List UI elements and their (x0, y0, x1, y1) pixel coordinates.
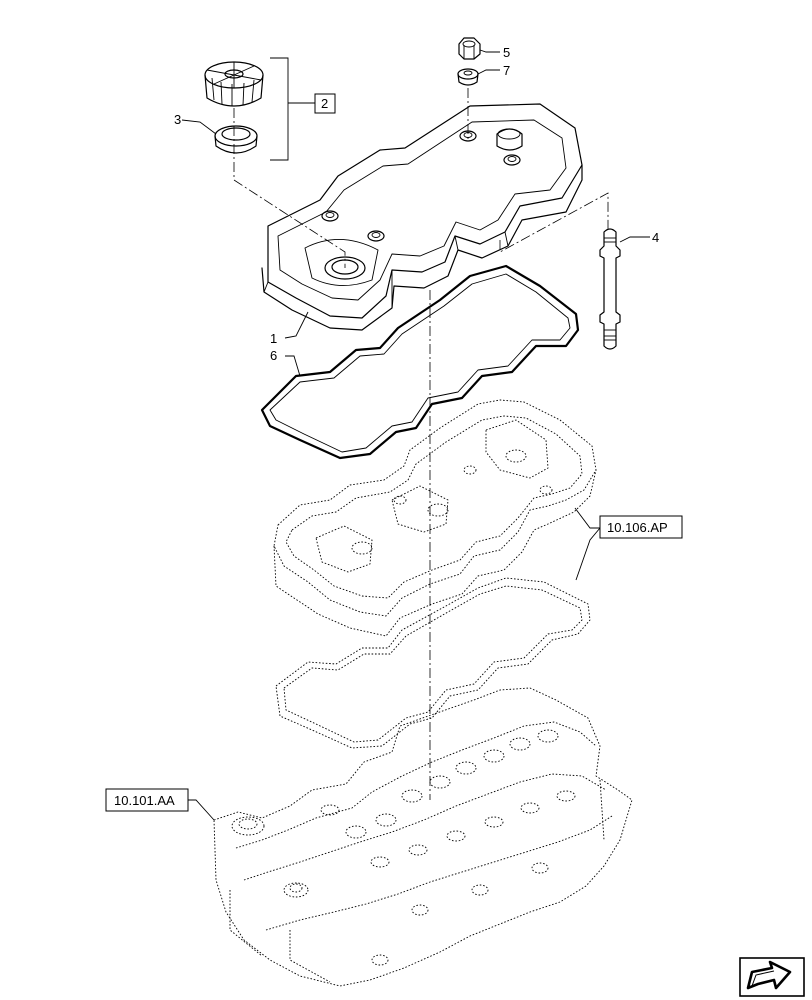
oil-filler-cap (204, 61, 264, 107)
callout-3: 3 (174, 112, 181, 127)
group-bracket (270, 57, 289, 161)
callout-2: 2 (321, 96, 328, 111)
reference-gasket-dotted (275, 577, 591, 749)
callout-6: 6 (270, 348, 277, 363)
valve-cover-gasket (260, 264, 580, 460)
reference-label-head[interactable]: 10.101.AA (114, 793, 175, 808)
reference-link-gasket[interactable]: 10.106.AP (599, 515, 683, 539)
leader-3 (181, 119, 217, 135)
leader-6 (285, 355, 301, 377)
next-page-arrow-icon[interactable] (739, 957, 805, 997)
callout-7: 7 (503, 63, 510, 78)
leader-1 (284, 311, 309, 339)
callout-5: 5 (503, 45, 510, 60)
reference-link-head[interactable]: 10.101.AA (105, 788, 189, 812)
center-lines (233, 88, 609, 800)
stud (599, 228, 621, 350)
leaders (181, 49, 650, 821)
reference-cylinder-head-dotted (213, 687, 633, 987)
leader-7 (477, 69, 500, 75)
seal-ring (214, 125, 258, 154)
callout-2-box (314, 93, 336, 114)
nut (458, 37, 481, 60)
valve-cover (261, 103, 583, 331)
leader-4 (619, 236, 650, 243)
leader-ref-housing (574, 507, 600, 529)
callout-1: 1 (270, 331, 277, 346)
callout-4: 4 (652, 230, 659, 245)
leader-ref-gasket (575, 527, 601, 581)
leader-ref-head (188, 799, 215, 821)
reference-housing-dotted (273, 399, 597, 637)
leader-5 (479, 49, 500, 53)
reference-label-gasket[interactable]: 10.106.AP (607, 520, 668, 535)
stud-axis-line (499, 192, 609, 253)
washer (457, 68, 479, 86)
